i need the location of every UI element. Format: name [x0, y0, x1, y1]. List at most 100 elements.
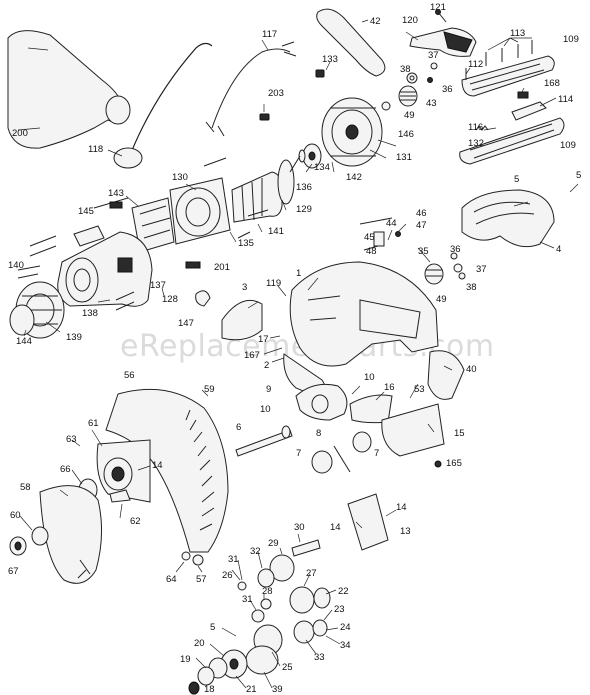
label-18: 18	[204, 684, 215, 695]
spring-43	[398, 85, 418, 107]
label-63: 63	[66, 434, 77, 445]
screws-113	[485, 37, 533, 66]
pin-44-45-48	[359, 217, 401, 251]
label-34: 34	[340, 640, 351, 651]
clip-147	[195, 290, 211, 307]
label-36-top: 36	[442, 84, 453, 95]
label-15: 15	[454, 428, 465, 439]
label-140: 140	[8, 260, 24, 271]
label-133: 133	[322, 54, 338, 65]
label-14-c: 14	[330, 522, 341, 533]
label-116: 116	[468, 122, 483, 133]
label-47: 47	[416, 220, 427, 231]
blade-guard-bracket-61	[96, 439, 151, 503]
label-48: 48	[366, 246, 377, 257]
brush-holder-143	[131, 197, 175, 253]
bearing-29-32	[257, 554, 295, 588]
label-13: 13	[400, 526, 411, 537]
label-144: 144	[16, 336, 32, 347]
spindle-30	[291, 539, 321, 557]
label-134: 134	[314, 162, 330, 173]
nameplate-144	[9, 304, 35, 336]
label-49-mid: 49	[436, 294, 447, 305]
label-19: 19	[180, 654, 191, 665]
plate-3	[221, 300, 263, 341]
label-138: 138	[82, 308, 98, 319]
washers-37-38-36-top	[406, 62, 438, 84]
washers-20-21	[208, 649, 248, 679]
label-26: 26	[222, 570, 233, 581]
label-67: 67	[8, 566, 19, 577]
label-2: 2	[264, 360, 269, 371]
label-143: 143	[108, 188, 124, 199]
label-167: 167	[244, 350, 260, 361]
label-23: 23	[334, 604, 345, 615]
label-4: 4	[556, 244, 561, 255]
main-guard-1	[289, 261, 439, 367]
motor-housing-128	[57, 231, 153, 307]
label-119: 119	[266, 278, 281, 289]
label-136: 136	[296, 182, 312, 193]
brush-cover-145	[73, 225, 105, 247]
upper-guard-4	[461, 189, 555, 248]
label-35: 35	[418, 246, 429, 257]
dust-bag-200	[7, 30, 131, 149]
pivot-49a	[381, 101, 391, 111]
label-128: 128	[162, 294, 178, 305]
spring-116	[475, 125, 489, 131]
label-37-mid: 37	[476, 264, 487, 275]
washer-136	[298, 149, 306, 163]
screws-140-138	[17, 197, 135, 311]
clear-guard-58	[39, 485, 103, 584]
label-142: 142	[346, 172, 362, 183]
label-45: 45	[364, 232, 375, 243]
label-10-b: 10	[260, 404, 271, 415]
label-120: 120	[402, 15, 418, 26]
label-30: 30	[294, 522, 305, 533]
label-5-c: 5	[210, 622, 215, 633]
label-10-a: 10	[364, 372, 375, 383]
handle-cover-109b	[459, 117, 565, 165]
label-16: 16	[384, 382, 395, 393]
pins-141-135	[203, 157, 269, 239]
label-113: 113	[510, 28, 525, 39]
label-24: 24	[340, 622, 351, 633]
bolt-19-18	[188, 666, 215, 695]
handle-cover-109a	[461, 55, 555, 97]
label-21: 21	[246, 684, 257, 695]
label-37-top: 37	[428, 50, 439, 61]
label-117: 117	[262, 29, 277, 40]
label-53: 53	[414, 384, 425, 395]
label-14-b: 14	[396, 502, 407, 513]
gearcase-25-39	[245, 624, 283, 675]
label-5-b: 5	[576, 170, 581, 181]
label-56: 56	[124, 370, 135, 381]
brush-201	[109, 201, 201, 269]
label-62: 62	[130, 516, 141, 527]
label-3: 3	[242, 282, 247, 293]
label-32: 32	[250, 546, 261, 557]
label-33: 33	[314, 652, 325, 663]
label-61: 61	[88, 418, 99, 429]
label-44: 44	[386, 218, 397, 229]
shaft-6	[235, 425, 293, 457]
label-168: 168	[544, 78, 560, 89]
plate-13	[347, 493, 389, 551]
label-130: 130	[172, 172, 188, 183]
label-139: 139	[66, 332, 82, 343]
power-cord-117	[205, 39, 297, 137]
label-141: 141	[268, 226, 284, 237]
trigger-114	[511, 101, 547, 121]
label-200: 200	[12, 128, 28, 139]
label-8: 8	[316, 428, 321, 439]
label-145: 145	[78, 206, 94, 217]
label-5-a: 5	[514, 174, 519, 185]
cover-40	[427, 350, 465, 400]
label-121: 121	[430, 2, 446, 13]
motor-field-130	[169, 177, 231, 245]
screw-121	[435, 9, 447, 23]
dust-tube-118	[107, 42, 213, 169]
label-201: 201	[214, 262, 230, 273]
washers-36-37-38-mid	[450, 252, 466, 280]
